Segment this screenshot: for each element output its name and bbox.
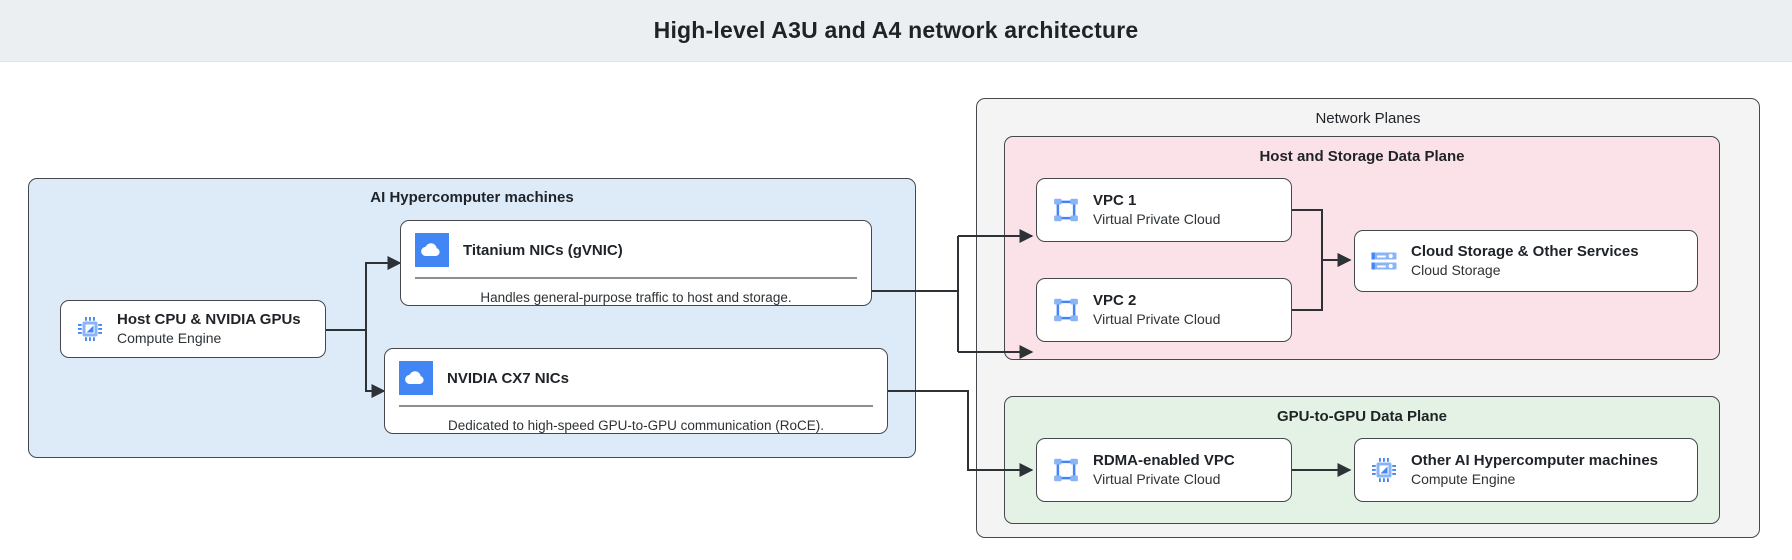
node-cloud-storage-and-other-services[interactable]: Cloud Storage & Other Services Cloud Sto…: [1354, 230, 1698, 292]
card-caption: Dedicated to high-speed GPU-to-GPU commu…: [448, 417, 824, 433]
diagram-header: High-level A3U and A4 network architectu…: [0, 0, 1792, 62]
vpc-network-icon: [1051, 195, 1081, 225]
node-title: Host CPU & NVIDIA GPUs: [117, 311, 301, 329]
cpu-chip-icon: [75, 314, 105, 344]
card-caption: Handles general-purpose traffic to host …: [480, 289, 792, 305]
card-titanium-nics[interactable]: Titanium NICs (gVNIC) Handles general-pu…: [400, 220, 872, 306]
node-rdma-enabled-vpc[interactable]: RDMA-enabled VPC Virtual Private Cloud: [1036, 438, 1292, 502]
node-subtitle: Compute Engine: [117, 329, 222, 346]
node-vpc-2[interactable]: VPC 2 Virtual Private Cloud: [1036, 278, 1292, 342]
page-title: High-level A3U and A4 network architectu…: [653, 17, 1139, 43]
group-title-host-and-storage-data-plane: Host and Storage Data Plane: [1259, 148, 1465, 165]
node-subtitle: Cloud Storage: [1411, 261, 1501, 278]
storage-server-icon: [1369, 246, 1399, 276]
node-title: VPC 2: [1093, 292, 1137, 310]
group-title-gpu-to-gpu-data-plane: GPU-to-GPU Data Plane: [1276, 408, 1448, 425]
node-vpc-1[interactable]: VPC 1 Virtual Private Cloud: [1036, 178, 1292, 242]
node-subtitle: Virtual Private Cloud: [1093, 470, 1221, 487]
divider: [399, 405, 873, 407]
node-host-cpu-nvidia-gpus[interactable]: Host CPU & NVIDIA GPUs Compute Engine: [60, 300, 326, 358]
vpc-network-icon: [1051, 455, 1081, 485]
node-title: Other AI Hypercomputer machines: [1411, 452, 1659, 470]
node-subtitle: Virtual Private Cloud: [1093, 210, 1221, 227]
card-title: Titanium NICs (gVNIC): [463, 241, 623, 259]
group-title-ai-hypercomputer-machines: AI Hypercomputer machines: [370, 189, 574, 206]
cloud-icon: [399, 361, 433, 395]
group-title-network-planes: Network Planes: [1315, 110, 1421, 127]
node-title: Cloud Storage & Other Services: [1411, 243, 1639, 261]
cpu-chip-icon: [1369, 455, 1399, 485]
vpc-network-icon: [1051, 295, 1081, 325]
cloud-icon: [415, 233, 449, 267]
node-title: RDMA-enabled VPC: [1093, 452, 1235, 470]
card-title: NVIDIA CX7 NICs: [447, 369, 569, 387]
node-title: VPC 1: [1093, 192, 1137, 210]
node-subtitle: Compute Engine: [1411, 470, 1516, 487]
divider: [415, 277, 857, 279]
node-subtitle: Virtual Private Cloud: [1093, 310, 1221, 327]
node-other-ai-hypercomputer-machines[interactable]: Other AI Hypercomputer machines Compute …: [1354, 438, 1698, 502]
card-nvidia-cx7-nics[interactable]: NVIDIA CX7 NICs Dedicated to high-speed …: [384, 348, 888, 434]
